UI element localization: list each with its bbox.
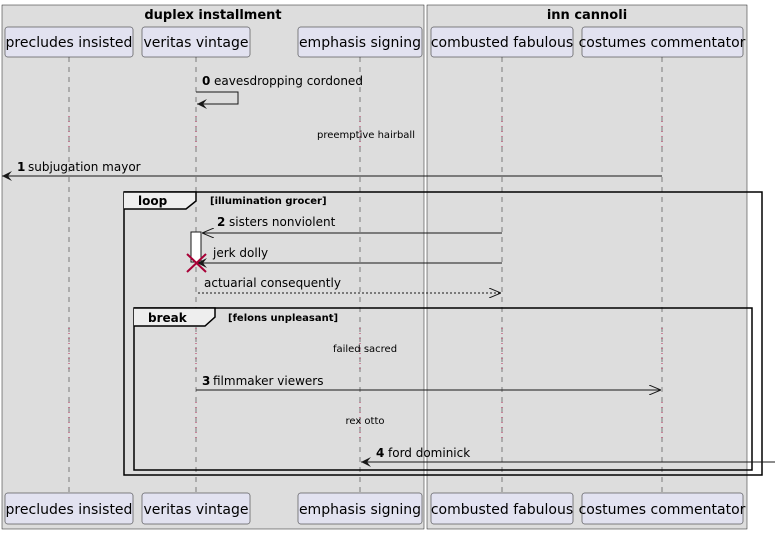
participant-veritas-vintage: veritas vintage [141, 26, 251, 58]
message-number: 0 [202, 74, 210, 88]
fragment-tag: break [148, 311, 188, 325]
message-label: actuarial consequently [204, 276, 341, 290]
fragment-condition: [felons unpleasant] [228, 313, 338, 324]
message-label: subjugation mayor [28, 160, 141, 174]
participant-emphasis-signing: emphasis signing [297, 26, 423, 58]
message-number: 2 [217, 215, 225, 229]
message-number: 3 [202, 374, 210, 388]
participants-top: precludes insisted veritas vintage empha… [4, 26, 746, 58]
participant-label: combusted fabulous [431, 35, 573, 51]
participant-label: precludes insisted [6, 502, 133, 518]
message-subjugation-mayor: 1 subjugation mayor [2, 160, 662, 181]
lifelines [68, 57, 663, 493]
message-filmmaker-viewers: 3 filmmaker viewers [196, 374, 661, 390]
message-label: filmmaker viewers [213, 374, 323, 388]
fragment-loop: loop [illumination grocer] [123, 191, 763, 476]
participant-label: emphasis signing [299, 35, 421, 51]
participant-veritas-vintage: veritas vintage [141, 492, 251, 525]
message-eavesdropping-cordoned: 0 eavesdropping cordoned [196, 74, 363, 109]
participant-precludes-insisted: precludes insisted [4, 26, 134, 58]
participant-label: veritas vintage [144, 35, 249, 51]
participant-costumes-commentator: costumes commentator [579, 492, 746, 525]
delay-label: failed sacred [333, 344, 397, 355]
participant-precludes-insisted: precludes insisted [4, 492, 134, 525]
delay-segments [68, 116, 663, 442]
participant-emphasis-signing: emphasis signing [297, 492, 423, 525]
delay-label: rex otto [345, 416, 384, 427]
message-sisters-nonviolent: 2 sisters nonviolent [202, 215, 502, 233]
participant-combusted-fabulous: combusted fabulous [430, 492, 574, 525]
message-label: eavesdropping cordoned [214, 74, 363, 88]
message-number: 1 [17, 160, 25, 174]
message-label: sisters nonviolent [229, 215, 336, 229]
participant-label: combusted fabulous [431, 502, 573, 518]
participant-label: costumes commentator [579, 502, 746, 518]
fragment-condition: [illumination grocer] [210, 196, 327, 207]
participant-label: emphasis signing [299, 502, 421, 518]
message-jerk-dolly: jerk dolly [197, 246, 502, 268]
participant-combusted-fabulous: combusted fabulous [430, 26, 574, 58]
message-actuarial-consequently: actuarial consequently [198, 276, 501, 293]
message-label: ford dominick [388, 446, 470, 460]
participants-bottom: precludes insisted veritas vintage empha… [4, 492, 746, 525]
participant-label: precludes insisted [6, 35, 133, 51]
fragment-break: break [felons unpleasant] [133, 307, 753, 471]
message-number: 4 [376, 446, 384, 460]
box-inn-cannoli: inn cannoli [426, 4, 748, 530]
fragment-tag: loop [138, 194, 168, 208]
message-ford-dominick: 4 ford dominick [361, 446, 775, 467]
box-title: inn cannoli [547, 8, 627, 23]
participant-label: costumes commentator [579, 35, 746, 51]
message-label: jerk dolly [212, 246, 268, 260]
destroy-icon [186, 253, 207, 273]
participant-label: veritas vintage [144, 502, 249, 518]
delay-label: preemptive hairball [317, 130, 415, 141]
participant-costumes-commentator: costumes commentator [579, 26, 746, 58]
box-title: duplex installment [144, 8, 281, 23]
activation-bar [190, 231, 202, 263]
